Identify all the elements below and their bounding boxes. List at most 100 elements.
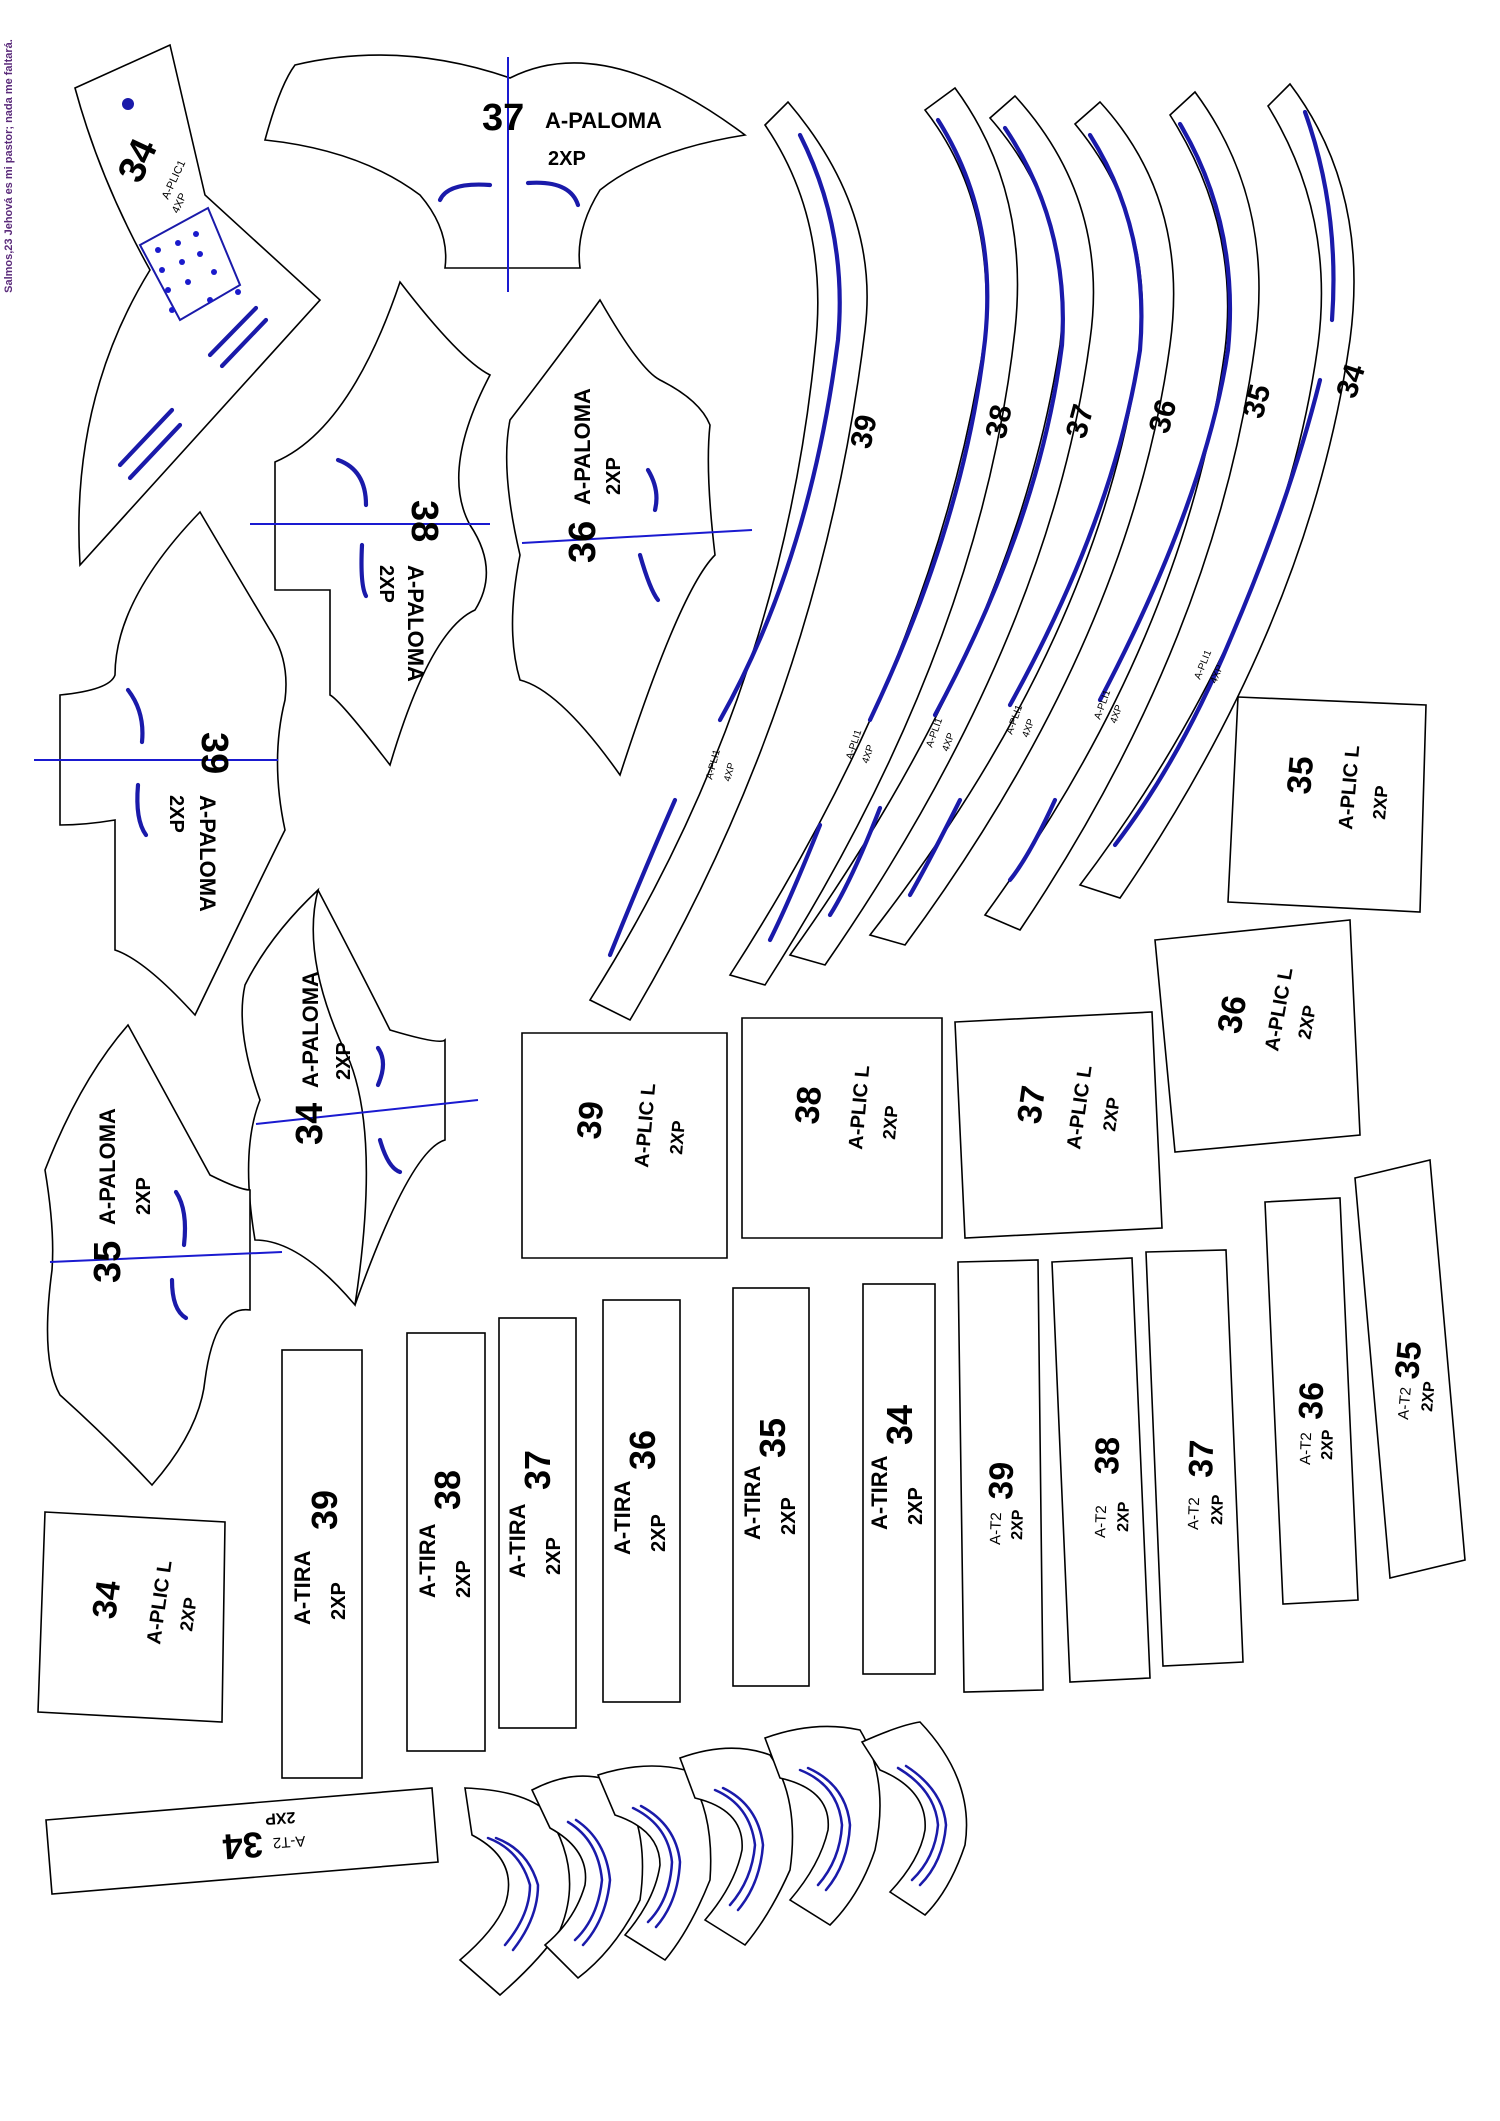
code-paloma: A-PALOMA bbox=[195, 795, 220, 912]
heel-piece-3 bbox=[596, 1765, 712, 1962]
qty-2xp: 2XP bbox=[1099, 1096, 1124, 1132]
code-tira: A-TIRA bbox=[740, 1465, 765, 1540]
qty-2xp: 2XP bbox=[375, 565, 397, 603]
code-tira: A-TIRA bbox=[610, 1480, 635, 1555]
qty-2xp: 2XP bbox=[328, 1582, 350, 1620]
punch-hole-icon bbox=[122, 98, 134, 110]
code-paloma: A-PALOMA bbox=[298, 971, 323, 1088]
size-35: 35 bbox=[752, 1418, 793, 1458]
piece-plic1-34: 34 A-PLIC1 4XP bbox=[74, 43, 322, 567]
strip-tira-36: 36 A-TIRA 2XP bbox=[602, 1299, 681, 1703]
qty-2xp: 2XP bbox=[1115, 1501, 1133, 1532]
size-36: 36 bbox=[1292, 1381, 1331, 1420]
size-36: 36 bbox=[562, 521, 604, 563]
piece-plicl-34: 34 A-PLIC L 2XP bbox=[37, 1511, 226, 1723]
size-37: 37 bbox=[482, 97, 524, 139]
code-tira: A-TIRA bbox=[505, 1503, 530, 1578]
size-34: 34 bbox=[85, 1578, 128, 1621]
qty-2xp: 2XP bbox=[905, 1487, 927, 1525]
heel-piece-5 bbox=[763, 1725, 881, 1927]
size-38: 38 bbox=[980, 402, 1019, 442]
qty-2xp: 2XP bbox=[333, 1042, 355, 1080]
qty-2xp: 2XP bbox=[1209, 1494, 1227, 1525]
size-38: 38 bbox=[403, 500, 445, 542]
size-36: 36 bbox=[1143, 396, 1184, 437]
qty-2xp: 2XP bbox=[603, 457, 625, 495]
qty-2xp: 2XP bbox=[778, 1497, 800, 1535]
strip-pli1-38: 38 A-PLI1 4XP bbox=[728, 86, 1019, 986]
strip-tira-34: 34 A-TIRA 2XP bbox=[862, 1283, 936, 1675]
size-39: 39 bbox=[845, 412, 884, 452]
piece-paloma-38: 38 A-PALOMA 2XP bbox=[250, 280, 492, 767]
qty-2xp: 2XP bbox=[543, 1537, 565, 1575]
piece-paloma-34: 34 A-PALOMA 2XP bbox=[241, 887, 479, 1307]
size-37: 37 bbox=[1010, 1083, 1053, 1126]
size-39: 39 bbox=[193, 732, 235, 774]
code-paloma: A-PALOMA bbox=[403, 565, 428, 682]
strip-pli1-36: 36 A-PLI1 4XP bbox=[868, 100, 1184, 946]
code-t2: A-T2 bbox=[1185, 1497, 1203, 1530]
code-t2: A-T2 bbox=[1092, 1505, 1110, 1538]
qty-4xp: 4XP bbox=[722, 761, 738, 782]
strip-t2-39: 39 A-T2 2XP bbox=[957, 1259, 1044, 1693]
size-34: 34 bbox=[289, 1103, 331, 1145]
qty-2xp: 2XP bbox=[1009, 1509, 1027, 1540]
qty-2xp: 2XP bbox=[548, 148, 586, 170]
strip-t2-37: 37 A-T2 2XP bbox=[1145, 1249, 1244, 1667]
piece-plicl-37: 37 A-PLIC L 2XP bbox=[954, 1011, 1163, 1239]
size-39: 39 bbox=[570, 1100, 611, 1141]
strip-tira-35: 35 A-TIRA 2XP bbox=[732, 1287, 810, 1687]
size-38: 38 bbox=[788, 1085, 829, 1126]
code-t2: A-T2 bbox=[272, 1832, 306, 1851]
heel-piece-1 bbox=[458, 1787, 571, 1997]
piece-plicl-35: 35 A-PLIC L 2XP bbox=[1227, 696, 1427, 913]
heel-piece-4 bbox=[678, 1747, 794, 1947]
size-39: 39 bbox=[982, 1461, 1021, 1500]
size-35: 35 bbox=[1388, 1340, 1429, 1381]
strip-t2-35: 35 A-T2 2XP bbox=[1354, 1159, 1466, 1579]
code-tira: A-TIRA bbox=[290, 1550, 315, 1625]
qty-2xp: 2XP bbox=[1319, 1429, 1337, 1460]
strip-pli1-39: 39 A-PLI1 4XP bbox=[588, 100, 884, 1022]
piece-paloma-37: 37 A-PALOMA 2XP bbox=[263, 54, 747, 292]
code-paloma: A-PALOMA bbox=[95, 1108, 120, 1225]
piece-plicl-36: 36 A-PLIC L 2XP bbox=[1154, 919, 1361, 1153]
qty-2xp: 2XP bbox=[176, 1596, 201, 1632]
piece-paloma-36: 36 A-PALOMA 2XP bbox=[505, 298, 753, 777]
heel-piece-6 bbox=[860, 1721, 968, 1917]
strip-tira-38: 38 A-TIRA 2XP bbox=[406, 1332, 486, 1752]
piece-plicl-38: 38 A-PLIC L 2XP bbox=[741, 1017, 943, 1239]
strip-t2-36: 36 A-T2 2XP bbox=[1264, 1197, 1359, 1605]
strip-tira-39: 39 A-TIRA 2XP bbox=[281, 1349, 363, 1779]
code-paloma: A-PALOMA bbox=[545, 108, 662, 133]
size-35: 35 bbox=[1280, 755, 1321, 796]
size-36: 36 bbox=[1210, 993, 1254, 1037]
code-t2: A-T2 bbox=[1395, 1386, 1415, 1420]
size-34: 34 bbox=[221, 1824, 264, 1868]
size-34: 34 bbox=[879, 1405, 920, 1445]
qty-2xp: 2XP bbox=[133, 1177, 155, 1215]
qty-2xp: 2XP bbox=[453, 1560, 475, 1598]
code-t2: A-T2 bbox=[987, 1512, 1005, 1545]
piece-paloma-35: 35 A-PALOMA 2XP bbox=[44, 1023, 283, 1487]
qty-2xp: 2XP bbox=[1419, 1380, 1439, 1412]
piece-paloma-39: 39 A-PALOMA 2XP bbox=[34, 510, 287, 1017]
piece-plicl-39: 39 A-PLIC L 2XP bbox=[521, 1032, 728, 1259]
strip-t2-38: 38 A-T2 2XP bbox=[1051, 1257, 1151, 1683]
qty-2xp: 2XP bbox=[648, 1514, 670, 1552]
code-tira: A-TIRA bbox=[415, 1523, 440, 1598]
code-paloma: A-PALOMA bbox=[570, 388, 595, 505]
size-38: 38 bbox=[1088, 1436, 1127, 1475]
qty-2xp: 2XP bbox=[879, 1105, 902, 1141]
qty-2xp: 2XP bbox=[666, 1120, 689, 1156]
qty-2xp: 2XP bbox=[264, 1808, 296, 1827]
size-37: 37 bbox=[517, 1450, 558, 1490]
size-38: 38 bbox=[427, 1470, 468, 1510]
size-35: 35 bbox=[87, 1241, 129, 1283]
code-t2: A-T2 bbox=[1297, 1432, 1315, 1465]
size-37: 37 bbox=[1182, 1439, 1221, 1478]
strip-tira-37: 37 A-TIRA 2XP bbox=[498, 1317, 577, 1729]
size-37: 37 bbox=[1060, 401, 1101, 442]
strip-pli1-37: 37 A-PLI1 4XP bbox=[788, 94, 1101, 966]
